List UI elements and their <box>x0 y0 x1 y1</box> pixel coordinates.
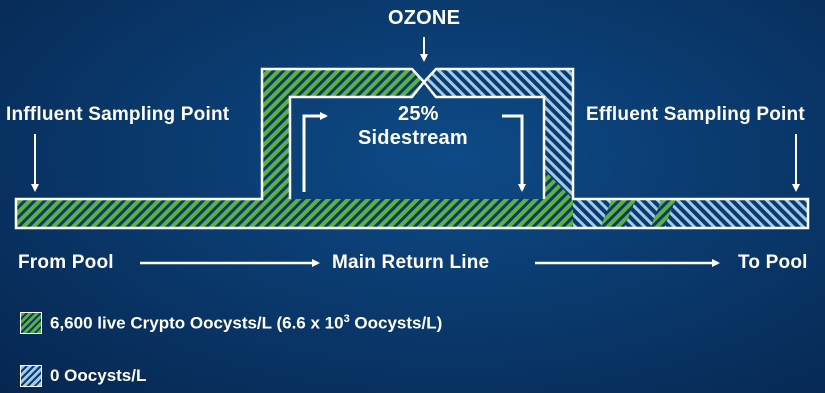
to-pool-label: To Pool <box>738 252 808 273</box>
loop-arrow-left <box>302 112 328 192</box>
legend-contaminated: 6,600 live Crypto Oocysts/L (6.6 x 103 O… <box>20 312 442 334</box>
legend-contaminated-text: 6,600 live Crypto Oocysts/L (6.6 x 103 O… <box>50 313 442 334</box>
main-return-label: Main Return Line <box>332 252 490 273</box>
legend-clean-text: 0 Oocysts/L <box>50 366 147 385</box>
loop-arrow-right <box>502 114 526 192</box>
main-pipe-clean <box>558 199 808 228</box>
main-pipe-contaminated <box>16 199 558 228</box>
influent-sampling-label: Inffluent Sampling Point <box>6 104 230 125</box>
legend-clean: 0 Oocysts/L <box>20 365 146 387</box>
legend-swatch-clean <box>20 365 42 387</box>
legend-contaminated-main: 6,600 live Crypto Oocysts/L (6.6 x 10 <box>50 313 344 333</box>
pipe-outline <box>14 67 810 230</box>
from-pool-label: From Pool <box>18 252 114 273</box>
sidestream-label: Sidestream <box>358 127 468 149</box>
sidestream-loop-contaminated <box>262 69 424 199</box>
legend-contaminated-tail: Oocysts/L) <box>349 313 443 333</box>
loop-inner-outline <box>288 79 546 199</box>
ozone-label: OZONE <box>388 7 461 29</box>
mix-patch-1 <box>600 199 636 228</box>
sidestream-percent: 25% <box>398 103 439 125</box>
legend-swatch-contaminated <box>20 312 42 334</box>
legend-exponent: 3 <box>343 312 350 325</box>
mix-patch-2 <box>650 199 676 228</box>
effluent-sampling-label: Effluent Sampling Point <box>586 104 805 125</box>
loop-mix-region <box>530 170 573 228</box>
